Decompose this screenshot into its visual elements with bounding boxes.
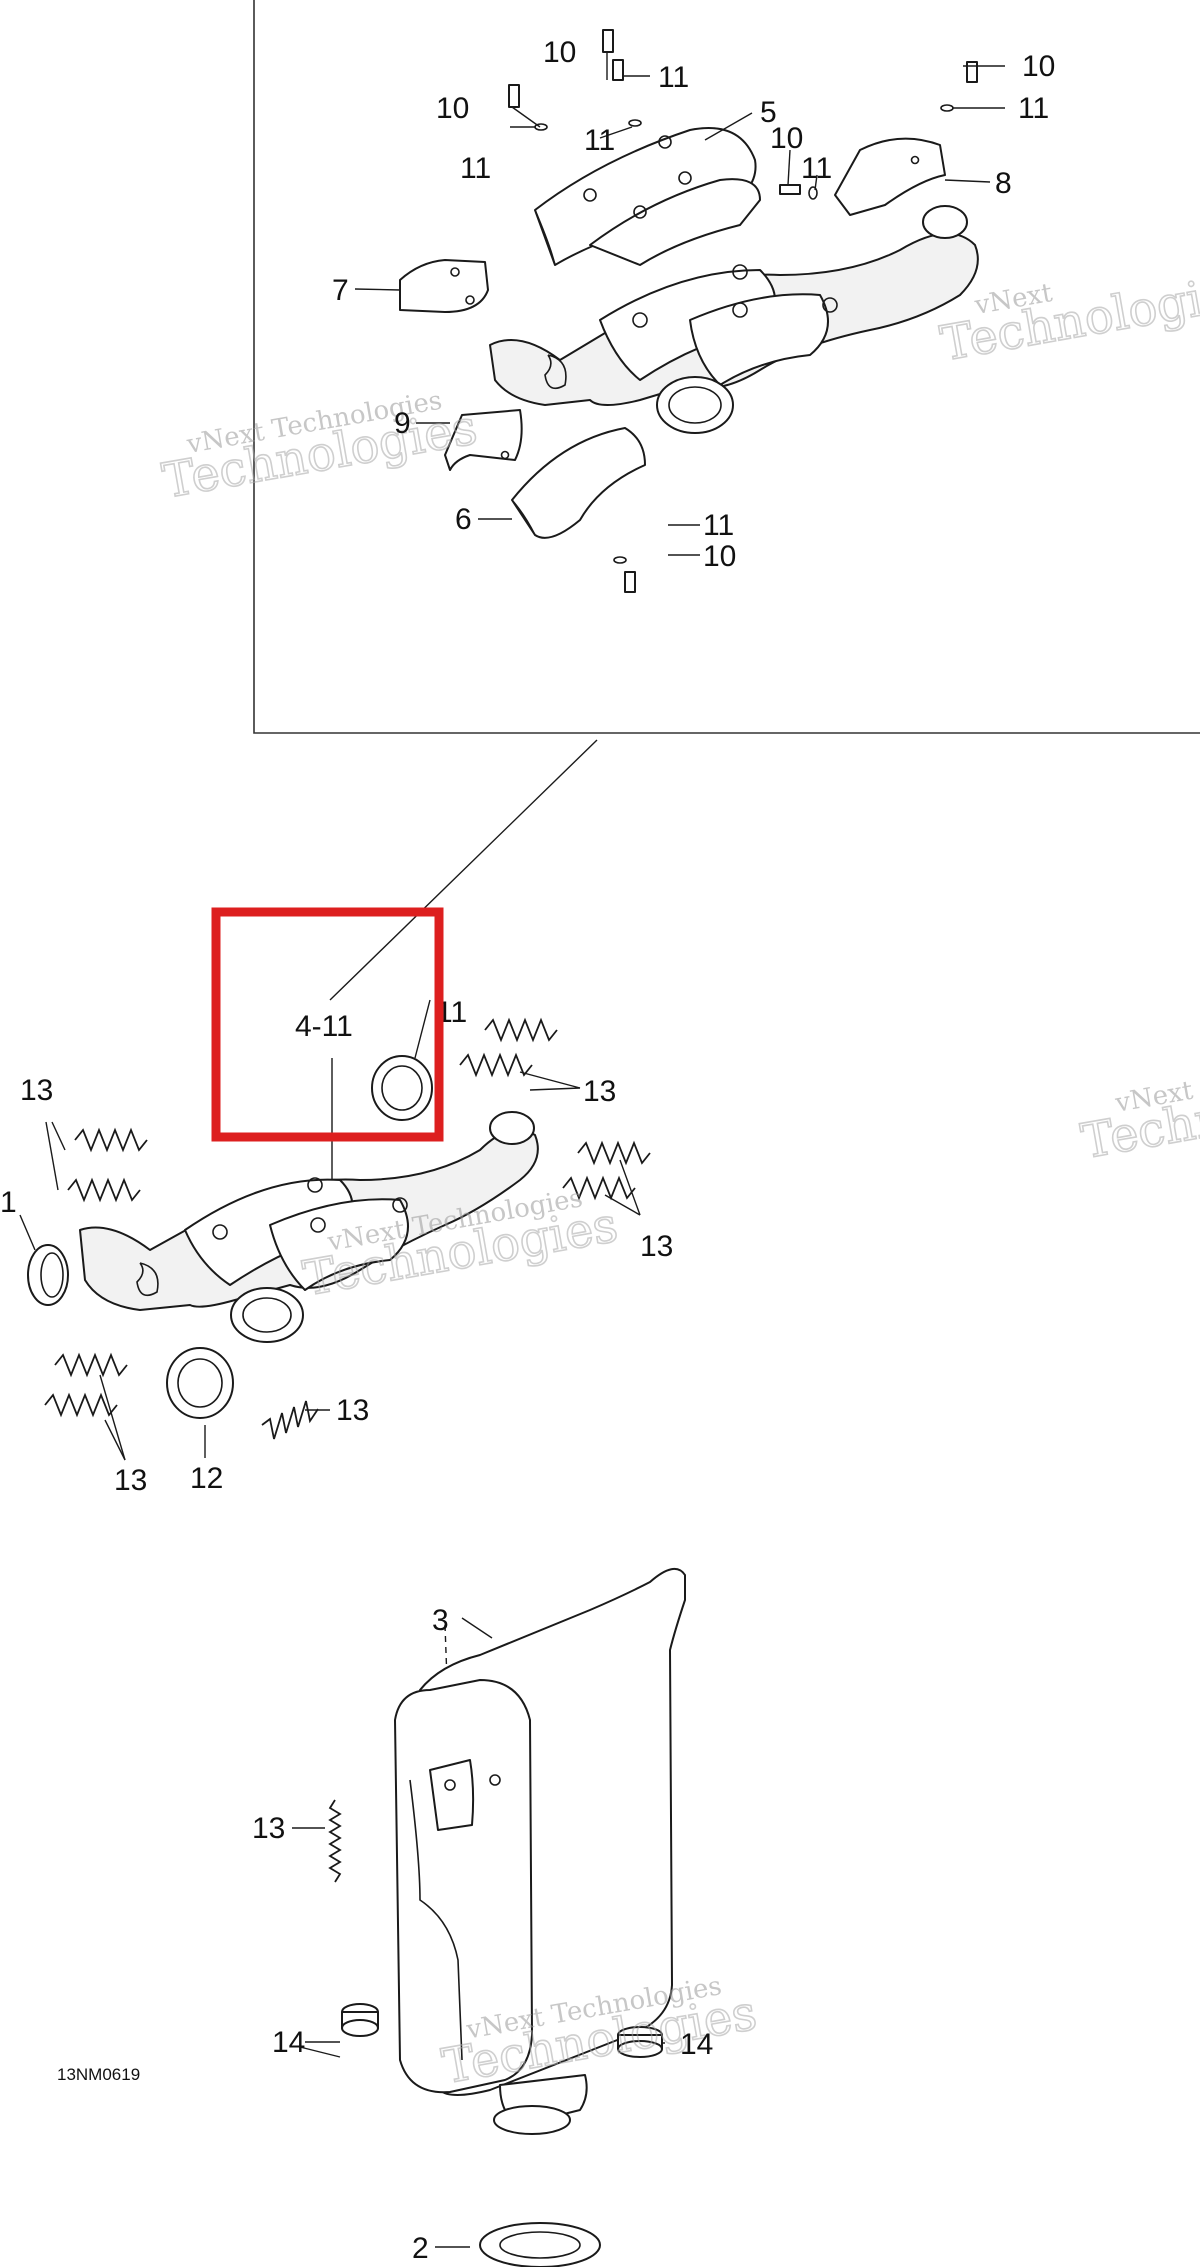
part-12-gasket (166, 1347, 234, 1419)
callout-6: 6 (455, 503, 472, 536)
part-8-bracket (834, 137, 946, 216)
callout-13: 13 (252, 1812, 285, 1845)
part-14-rubber-feet (341, 2003, 663, 2058)
callout-labels: 10 11 10 11 11 5 10 11 10 11 8 7 9 6 11 … (0, 36, 1055, 2265)
callout-10: 10 (770, 122, 803, 155)
callout-1: 1 (0, 1186, 17, 1219)
part-6-heat-shield (511, 427, 646, 539)
callout-10: 10 (543, 36, 576, 69)
part-1-gasket (27, 1244, 69, 1306)
inset-exhaust-pipe (489, 205, 979, 434)
callout-11: 11 (658, 61, 689, 94)
svg-text:Technologies: Technologies (937, 262, 1200, 372)
springs-13 (44, 1017, 651, 1883)
part-3-muffler (394, 1567, 686, 2135)
part-5-heat-shield (534, 127, 761, 266)
inset-screws-washers (508, 29, 978, 593)
callout-12: 12 (190, 1462, 223, 1495)
callout-3: 3 (432, 1604, 449, 1637)
callout-11: 11 (1018, 92, 1049, 125)
callout-7: 7 (332, 274, 349, 307)
callout-9: 9 (394, 407, 411, 440)
callout-13: 13 (20, 1074, 53, 1107)
inset-leader-lines (354, 52, 1005, 556)
callout-11: 11 (584, 124, 615, 157)
callout-14: 14 (680, 2028, 713, 2061)
callout-4-11: 4-11 (295, 1010, 353, 1043)
callout-11: 11 (703, 509, 734, 542)
watermarks: vNext Technologies Technologies vNext Te… (158, 261, 1200, 2096)
callout-10: 10 (436, 92, 469, 125)
ring-seal-upper (371, 1055, 433, 1121)
main-exhaust-pipe (79, 1111, 539, 1343)
callout-5: 5 (760, 96, 777, 129)
part-9-bracket (444, 409, 523, 471)
detail-leader-line (329, 739, 598, 1001)
drawing-code: 13NM0619 (57, 2065, 140, 2084)
callout-10: 10 (1022, 50, 1055, 83)
callout-11: 11 (460, 152, 491, 185)
highlight-box (211, 907, 444, 1142)
part-7-plate (399, 259, 489, 313)
callout-13: 13 (114, 1464, 147, 1497)
callout-8: 8 (995, 167, 1012, 200)
callout-13: 13 (336, 1394, 369, 1427)
callout-14: 14 (272, 2026, 305, 2059)
callout-11: 11 (801, 152, 832, 185)
callout-13: 13 (640, 1230, 673, 1263)
callout-10: 10 (703, 540, 736, 573)
callout-13: 13 (583, 1075, 616, 1108)
part-2-gasket (479, 2222, 601, 2267)
detail-inset-frame (253, 0, 1200, 734)
callout-2: 2 (412, 2232, 429, 2265)
